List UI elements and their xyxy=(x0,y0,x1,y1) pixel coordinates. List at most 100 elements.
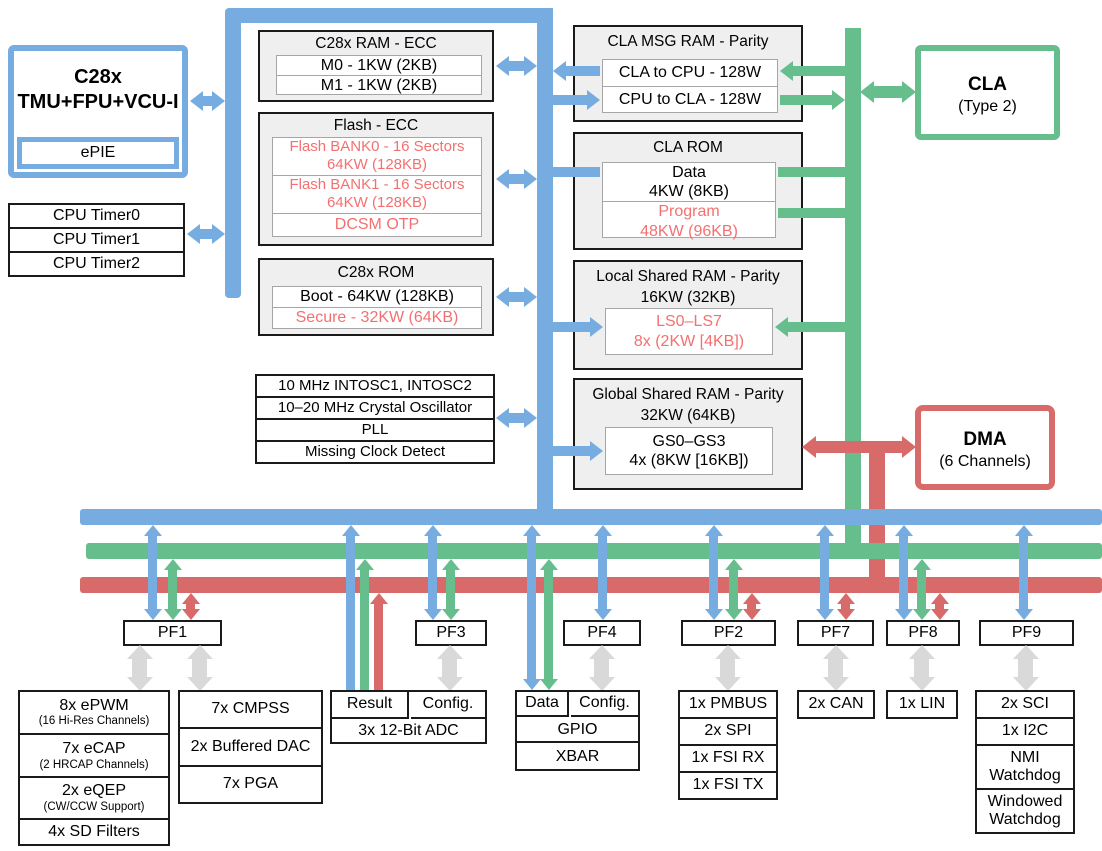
cpu-bus-right-vertical xyxy=(537,8,553,518)
arrow-bluebus-gpio-data xyxy=(527,536,536,679)
arrow-pf1-epwm-col xyxy=(132,659,147,677)
xbar-row: XBAR xyxy=(555,747,600,765)
pf4-box: PF4 xyxy=(563,620,641,646)
arrow-pf4-gpio xyxy=(594,659,609,677)
pf3-box: PF3 xyxy=(415,620,487,646)
cpu-to-cla: CPU to CLA - 128W xyxy=(618,90,762,108)
cpu-timer2: CPU Timer2 xyxy=(10,251,183,275)
ls-banks-label: LS0–LS7 8x (2KW [4KB]) xyxy=(633,313,745,350)
arrow-cpubus-to-lsram xyxy=(553,322,590,332)
clock-pll: PLL xyxy=(257,418,493,440)
fsi-tx-row: 1x FSI TX xyxy=(680,771,776,798)
line-greenbus-adc-result xyxy=(360,570,369,690)
local-shared-ram-title: Local Shared RAM - Parity 16KW (32KB) xyxy=(596,268,780,306)
arrow-pf2-pmbus-col xyxy=(720,659,735,677)
arrow-pf9-sci-col xyxy=(1018,659,1033,677)
arrow-pf7-can xyxy=(828,659,843,677)
pga-row: 7x PGA xyxy=(180,764,321,802)
nmi-watchdog-row: NMI Watchdog xyxy=(977,744,1073,788)
clock-xtal: 10–20 MHz Crystal Oscillator xyxy=(257,396,493,418)
dac-row: 2x Buffered DAC xyxy=(180,727,321,764)
arrow-cpu-to-bus xyxy=(203,96,212,106)
cla-subtitle: (Type 2) xyxy=(958,97,1017,115)
pf1-peripherals-col1: 8x ePWM(16 Hi-Res Channels) 7x eCAP(2 HR… xyxy=(18,690,170,846)
pf2-peripherals-col: 1x PMBUS 2x SPI 1x FSI RX 1x FSI TX xyxy=(678,690,778,800)
rom-secure: Secure - 32KW (64KB) xyxy=(295,309,459,327)
flash-title: Flash - ECC xyxy=(333,117,419,134)
gs-banks-label: GS0–GS3 4x (8KW [16KB]) xyxy=(629,432,749,469)
flash-block: Flash - ECC Flash BANK0 - 16 Sectors 64K… xyxy=(258,112,494,246)
epwm-row: 8x ePWM(16 Hi-Res Channels) xyxy=(38,697,150,728)
cla-to-cpu: CLA to CPU - 128W xyxy=(603,60,777,87)
c28x-rom-title: C28x ROM xyxy=(337,264,415,281)
cpu-bus-top-segment xyxy=(225,8,553,23)
arrow-bluebus-pf4 xyxy=(598,536,607,609)
cla-rom-block: CLA ROM Data 4KW (8KB) Program 48KW (96K… xyxy=(573,132,803,250)
pmbus-row: 1x PMBUS xyxy=(688,695,768,713)
dma-title: DMA xyxy=(963,429,1007,450)
pf8-box: PF8 xyxy=(886,620,960,646)
cpu-bus-left-vertical xyxy=(225,8,241,298)
local-shared-ram-inner: LS0–LS7 8x (2KW [4KB]) xyxy=(605,308,773,355)
epie-label: ePIE xyxy=(80,144,116,161)
gpio-row: GPIO xyxy=(517,719,638,743)
lin-block: 1x LIN xyxy=(886,690,958,719)
arrow-greenbus-gpio-data xyxy=(544,570,553,679)
adc-block: Result Config. 3x 12-Bit ADC xyxy=(330,690,487,744)
adc-name-cell: 3x 12-Bit ADC xyxy=(358,722,459,740)
arrow-bluebus-pf3 xyxy=(428,536,437,609)
arrow-cla2cpu-to-cpubus xyxy=(566,66,600,76)
c28x-rom-block: C28x ROM Boot - 64KW (128KB) Secure - 32… xyxy=(258,258,494,336)
arrow-redbus-pf1 xyxy=(186,604,195,609)
fsi-rx-row: 1x FSI RX xyxy=(680,744,776,771)
cla-block: CLA (Type 2) xyxy=(915,45,1060,140)
cpu-timer0: CPU Timer0 xyxy=(52,206,141,224)
arrow-bluebus-pf2 xyxy=(709,536,718,609)
flash-bank0: Flash BANK0 - 16 Sectors 64KW (128KB) xyxy=(289,138,465,174)
global-shared-ram-block: Global Shared RAM - Parity 32KW (64KB) G… xyxy=(573,378,803,490)
flash-inner: Flash BANK0 - 16 Sectors 64KW (128KB) Fl… xyxy=(272,137,482,237)
line-redbus-adc-result xyxy=(374,604,383,690)
clock-intosc: 10 MHz INTOSC1, INTOSC2 xyxy=(278,377,472,394)
cla-rom-data: Data 4KW (8KB) xyxy=(603,163,775,203)
arrow-cpubus-to-gsram xyxy=(553,446,590,456)
arrow-clabus-to-cla2cpu xyxy=(793,66,845,76)
global-shared-ram-title: Global Shared RAM - Parity 32KW (64KB) xyxy=(592,386,784,424)
cla-rom-program: Program 48KW (96KB) xyxy=(640,203,738,240)
arrow-timers-to-bus xyxy=(200,229,212,239)
arrow-greenbus-pf1 xyxy=(168,570,177,609)
cla-rom-inner: Data 4KW (8KB) Program 48KW (96KB) xyxy=(602,162,776,240)
arrow-bluebus-pf7 xyxy=(820,536,829,609)
arrow-pf8-lin xyxy=(914,659,929,677)
flash-bank1: Flash BANK1 - 16 Sectors 64KW (128KB) xyxy=(273,174,481,213)
pf9-box: PF9 xyxy=(979,620,1074,646)
global-shared-ram-inner: GS0–GS3 4x (8KW [16KB]) xyxy=(605,427,773,475)
cpu-timer1: CPU Timer1 xyxy=(10,227,183,251)
arrow-gsram-dma xyxy=(816,441,902,453)
adc-config-cell: Config. xyxy=(411,692,485,719)
arrow-cpubus-to-cpu2cla xyxy=(553,95,587,105)
local-shared-ram-block: Local Shared RAM - Parity 16KW (32KB) LS… xyxy=(573,260,803,370)
can-block: 2x CAN xyxy=(797,690,875,719)
arrow-cpu2cla-to-clabus xyxy=(780,95,832,105)
pf9-peripherals-col: 2x SCI 1x I2C NMI Watchdog Windowed Watc… xyxy=(975,690,1075,834)
cpu-peripheral-bus xyxy=(80,509,1102,525)
arrow-greenbus-pf8 xyxy=(917,570,926,609)
dma-peripheral-bus xyxy=(80,577,1102,593)
cla-msg-ram-block: CLA MSG RAM - Parity CLA to CPU - 128W C… xyxy=(573,25,803,122)
c28x-ram-block: C28x RAM - ECC M0 - 1KW (2KB) M1 - 1KW (… xyxy=(258,30,494,102)
arrow-bluebus-pf8 xyxy=(899,536,908,609)
adc-result-cell: Result xyxy=(332,692,409,719)
sci-row: 2x SCI xyxy=(1000,695,1049,713)
arrow-bluebus-pf9 xyxy=(1019,536,1028,609)
arrow-ram-to-bus xyxy=(509,61,524,71)
dma-subtitle: (6 Channels) xyxy=(939,452,1031,470)
arrow-redbus-pf7 xyxy=(841,604,850,609)
spi-row: 2x SPI xyxy=(680,717,776,744)
c28x-ram-title: C28x RAM - ECC xyxy=(315,35,437,52)
c28x-rom-inner: Boot - 64KW (128KB) Secure - 32KW (64KB) xyxy=(272,286,482,329)
cla-peripheral-bus xyxy=(86,543,1102,559)
pf7-box: PF7 xyxy=(797,620,874,646)
clock-mcd: Missing Clock Detect xyxy=(257,440,493,462)
